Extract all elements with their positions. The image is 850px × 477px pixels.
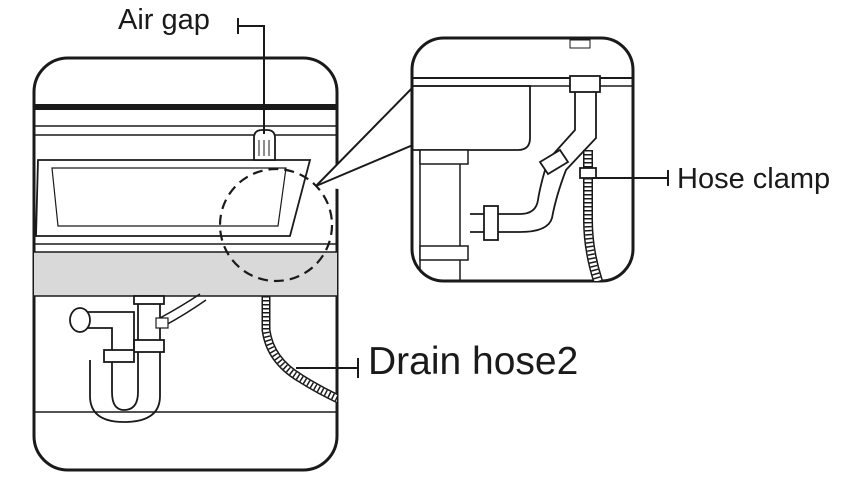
cabinet-panel [32,56,339,472]
air-gap-fixture [253,129,276,161]
detail-cabinet-wall [419,149,469,281]
magnify-circle [218,167,334,283]
magnify-connector [315,79,421,200]
leader-lines [237,18,669,378]
detail-drain-hose [583,150,603,281]
hose-clamp [579,167,597,179]
p-trap-pipe [69,293,207,423]
countertop [34,104,337,136]
drain-hose [261,296,337,407]
detail-drain-pipe [470,75,601,241]
sink-basin [35,159,312,237]
air-gap-label: Air gap [118,4,210,36]
detail-panel [410,36,635,283]
drain-hose-label: Drain hose2 [368,340,579,383]
hose-clamp-label: Hose clamp [677,163,831,195]
cabinet-face [34,243,337,413]
